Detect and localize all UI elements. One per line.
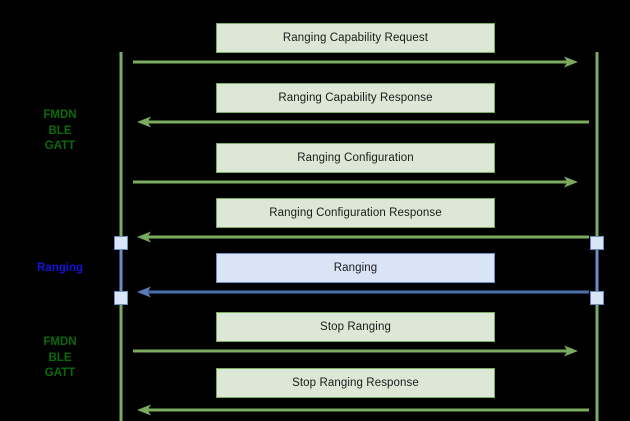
message-box-ranging-configuration: Ranging Configuration: [216, 143, 495, 173]
message-box-ranging-configuration-response: Ranging Configuration Response: [216, 198, 495, 228]
right-activation-box-bottom: [590, 291, 604, 305]
message-box-ranging: Ranging: [216, 253, 495, 283]
message-arrow-7: [137, 404, 589, 416]
phase-label-fmdn-ble-gatt-top: FMDN BLE GATT: [43, 109, 77, 153]
right-activation-box-top: [590, 236, 604, 250]
message-arrow-1: [133, 56, 578, 68]
message-arrow-4: [137, 231, 589, 243]
message-box-stop-ranging: Stop Ranging: [216, 312, 495, 342]
message-arrow-5: [137, 286, 589, 298]
message-box-ranging-capability-response: Ranging Capability Response: [216, 83, 495, 113]
phase-label-fmdn-ble-gatt-bottom: FMDN BLE GATT: [43, 336, 77, 380]
message-box-stop-ranging-response: Stop Ranging Response: [216, 368, 495, 398]
message-arrow-6: [133, 345, 578, 357]
phase-label-ranging: Ranging: [37, 262, 83, 274]
left-activation-box-bottom: [114, 291, 128, 305]
message-arrow-2: [137, 116, 589, 128]
message-box-ranging-capability-request: Ranging Capability Request: [216, 23, 495, 53]
left-activation-box-top: [114, 236, 128, 250]
message-arrow-3: [133, 176, 578, 188]
